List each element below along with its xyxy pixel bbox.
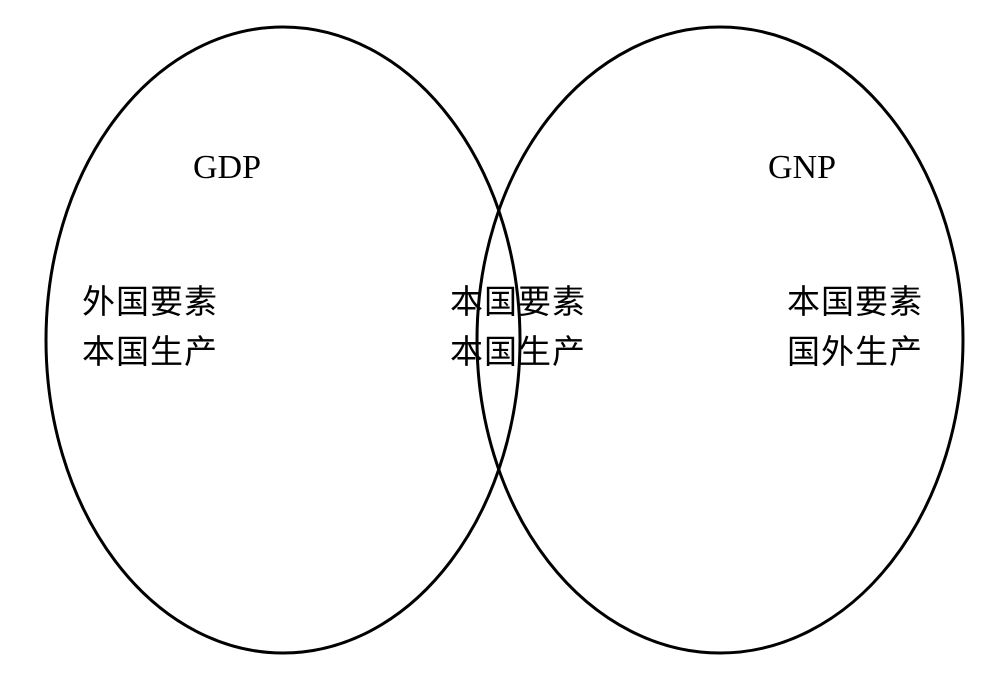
left-only-line1: 外国要素 — [82, 282, 218, 321]
gnp-label: GNP — [768, 149, 836, 186]
gnp-circle — [475, 25, 965, 655]
region-left-only: 外国要素 本国生产 — [82, 282, 218, 371]
right-only-line2: 国外生产 — [787, 332, 923, 371]
region-overlap: 本国要素 本国生产 — [450, 282, 586, 371]
region-right-only: 本国要素 国外生产 — [787, 282, 923, 371]
overlap-line2: 本国生产 — [450, 332, 586, 371]
gdp-label: GDP — [193, 149, 261, 186]
right-only-line1: 本国要素 — [787, 282, 923, 321]
gdp-circle — [44, 25, 522, 655]
left-only-line2: 本国生产 — [82, 332, 218, 371]
overlap-line1: 本国要素 — [450, 282, 586, 321]
